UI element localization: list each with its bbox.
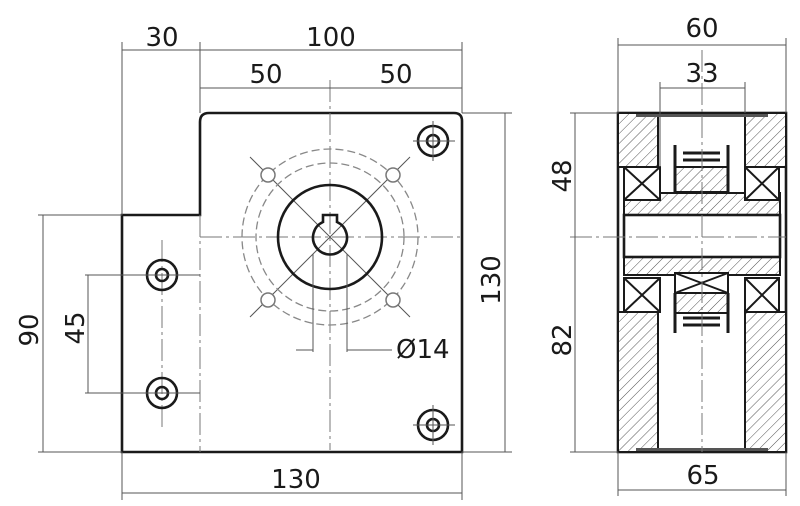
dim-90: 90	[15, 313, 45, 346]
bearing	[623, 277, 661, 313]
dim-130-bottom: 130	[271, 465, 321, 495]
flange-outer-circle	[241, 148, 419, 326]
top-belt	[636, 114, 768, 117]
flange-inner-circle	[255, 162, 405, 312]
bore-circle	[276, 183, 384, 291]
dim-130-right: 130	[477, 255, 507, 305]
bolt-hole	[385, 167, 401, 183]
bearing	[744, 166, 780, 201]
mounting-holes	[85, 121, 455, 445]
dim-50-right: 50	[379, 60, 412, 90]
front-view: 30 100 50 50 90 45 130 130 Ø14	[15, 23, 512, 500]
bolt-hole	[385, 292, 401, 308]
dim-shaft-diameter: Ø14	[396, 335, 450, 365]
bearing	[623, 166, 661, 201]
mount-hole	[85, 376, 200, 410]
side-dimension-lines	[570, 38, 787, 496]
dim-65: 65	[686, 461, 719, 491]
lower-right-wall	[744, 311, 787, 453]
mount-hole	[413, 121, 455, 161]
bearing	[744, 277, 780, 313]
lower-left-wall	[617, 311, 659, 453]
bolt-hole	[260, 292, 276, 308]
dim-30: 30	[145, 23, 178, 53]
bolt-hole	[260, 167, 276, 183]
dim-48: 48	[548, 159, 578, 192]
dim-82: 82	[548, 323, 578, 356]
dim-45: 45	[61, 311, 91, 344]
mount-hole	[85, 258, 200, 292]
mount-hole	[413, 405, 455, 445]
keyed-shaft	[311, 213, 349, 256]
dim-33: 33	[685, 59, 718, 89]
side-view: 60 33 48 82 65	[548, 14, 788, 496]
dim-100: 100	[306, 23, 356, 53]
plate-outline	[120, 111, 464, 454]
upper-left-wall	[617, 112, 659, 168]
dim-60: 60	[685, 14, 718, 44]
front-dimension-lines	[38, 42, 512, 500]
flange-bolt-holes	[260, 167, 401, 308]
upper-right-wall	[744, 112, 787, 168]
dim-50-left: 50	[249, 60, 282, 90]
diagonal-line	[249, 156, 411, 318]
